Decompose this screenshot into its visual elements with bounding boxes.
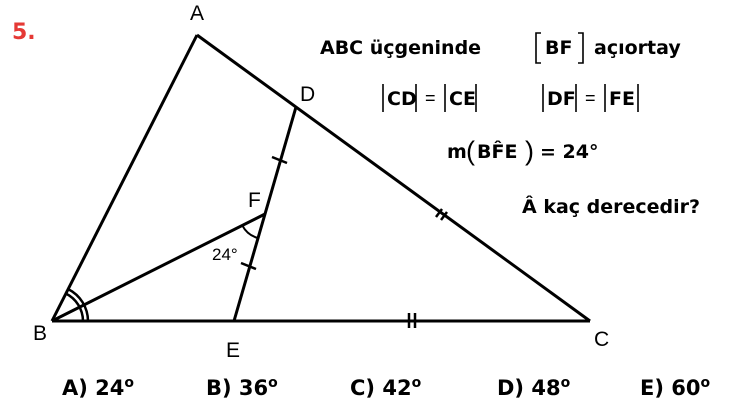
measure-m: m [447,141,467,163]
bisector-bf [51,212,266,323]
measure-value: = 24° [540,141,598,163]
answer-choices: A) 24o B) 36o C) 42o D) 48o E) 60o [0,376,749,410]
choice-d[interactable]: D) 48o [497,376,570,400]
angle-f-arc [241,224,259,239]
choice-b-label: B) [206,376,232,400]
measure-angle: BF̂E [477,141,517,163]
eq1-equals: = [425,88,436,108]
side-ac [196,33,591,323]
point-b-label: B [33,322,47,345]
segment-bracket-left [535,32,541,64]
choice-e[interactable]: E) 60o [640,376,710,400]
point-e-label: E [226,339,240,362]
degree-symbol: o [124,375,135,391]
tick-cd-1 [435,208,443,218]
angle-b-arc-outer [67,287,90,322]
statement-line1-suffix: açıortay [594,37,681,59]
choice-c[interactable]: C) 42o [350,376,421,400]
eq2-left: DF [547,88,576,110]
choice-d-value: 48 [531,376,561,400]
choice-a-value: 24 [95,376,125,400]
point-d-label: D [300,83,315,106]
choice-b[interactable]: B) 36o [206,376,278,400]
segment-bracket-right [578,32,584,64]
eq1-left: CD [387,88,417,110]
choice-c-label: C) [350,376,376,400]
side-ab [50,34,199,322]
tick-df [271,155,288,165]
degree-symbol: o [560,375,571,391]
choice-a[interactable]: A) 24o [62,376,134,400]
choice-c-value: 42 [382,376,412,400]
point-f-label: F [248,189,261,212]
point-c-label: C [594,328,609,351]
choice-e-label: E) [640,376,664,400]
tick-cd-2 [440,211,448,221]
choice-a-label: A) [62,376,88,400]
eq2-right: FE [609,88,635,110]
choice-d-label: D) [497,376,525,400]
choice-b-value: 36 [238,376,269,400]
measure-paren-right: ) [525,136,534,166]
eq1-right: CE [449,88,476,110]
measure-paren-left: ( [466,136,475,166]
statement-line1-prefix: ABC üçgeninde [320,37,481,59]
tick-fe [240,261,257,271]
choice-e-value: 60 [671,376,701,400]
degree-symbol: o [268,375,278,391]
point-a-label: A [190,2,204,25]
degree-symbol: o [411,375,422,391]
question-number: 5. [12,20,36,45]
angle-f-label: 24° [212,245,238,264]
eq2-equals: = [585,88,596,108]
question-text: Â kaç derecedir? [522,195,700,218]
angle-b-arc-inner [65,292,85,322]
statement-segment-bf: BF [545,37,572,59]
degree-symbol: o [700,375,711,391]
